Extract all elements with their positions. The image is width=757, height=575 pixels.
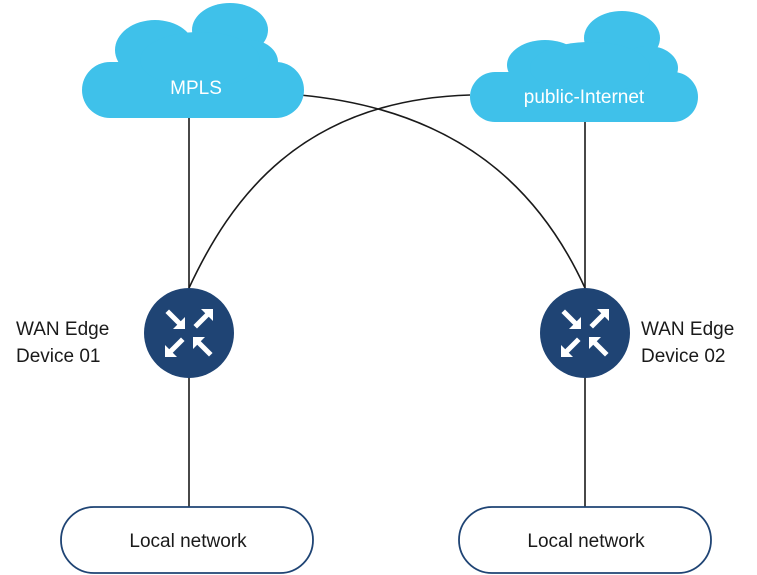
- cloud-internet-label: public-Internet: [524, 87, 645, 108]
- router-icon: [144, 288, 234, 378]
- device-02-label-line1: WAN Edge: [641, 319, 734, 340]
- cloud-icon: [470, 11, 698, 122]
- device-02: WAN Edge Device 02: [540, 288, 734, 378]
- device-02-label-line2: Device 02: [641, 346, 726, 367]
- local-network-left: Local network: [60, 506, 314, 574]
- local-network-right-label: Local network: [527, 531, 645, 552]
- link-mpls-device02: [299, 94, 586, 289]
- device-01-label-line1: WAN Edge: [16, 319, 109, 340]
- cloud-mpls-label: MPLS: [170, 78, 222, 99]
- cloud-mpls: MPLS: [82, 3, 304, 118]
- cloud-icon: [82, 3, 304, 118]
- device-01: WAN Edge Device 01: [16, 288, 234, 378]
- local-network-right: Local network: [458, 506, 712, 574]
- cloud-internet: public-Internet: [470, 11, 698, 122]
- links: [188, 94, 586, 508]
- router-icon: [540, 288, 630, 378]
- local-network-left-label: Local network: [129, 531, 247, 552]
- device-01-label-line2: Device 01: [16, 346, 101, 367]
- link-internet-device01: [188, 94, 471, 289]
